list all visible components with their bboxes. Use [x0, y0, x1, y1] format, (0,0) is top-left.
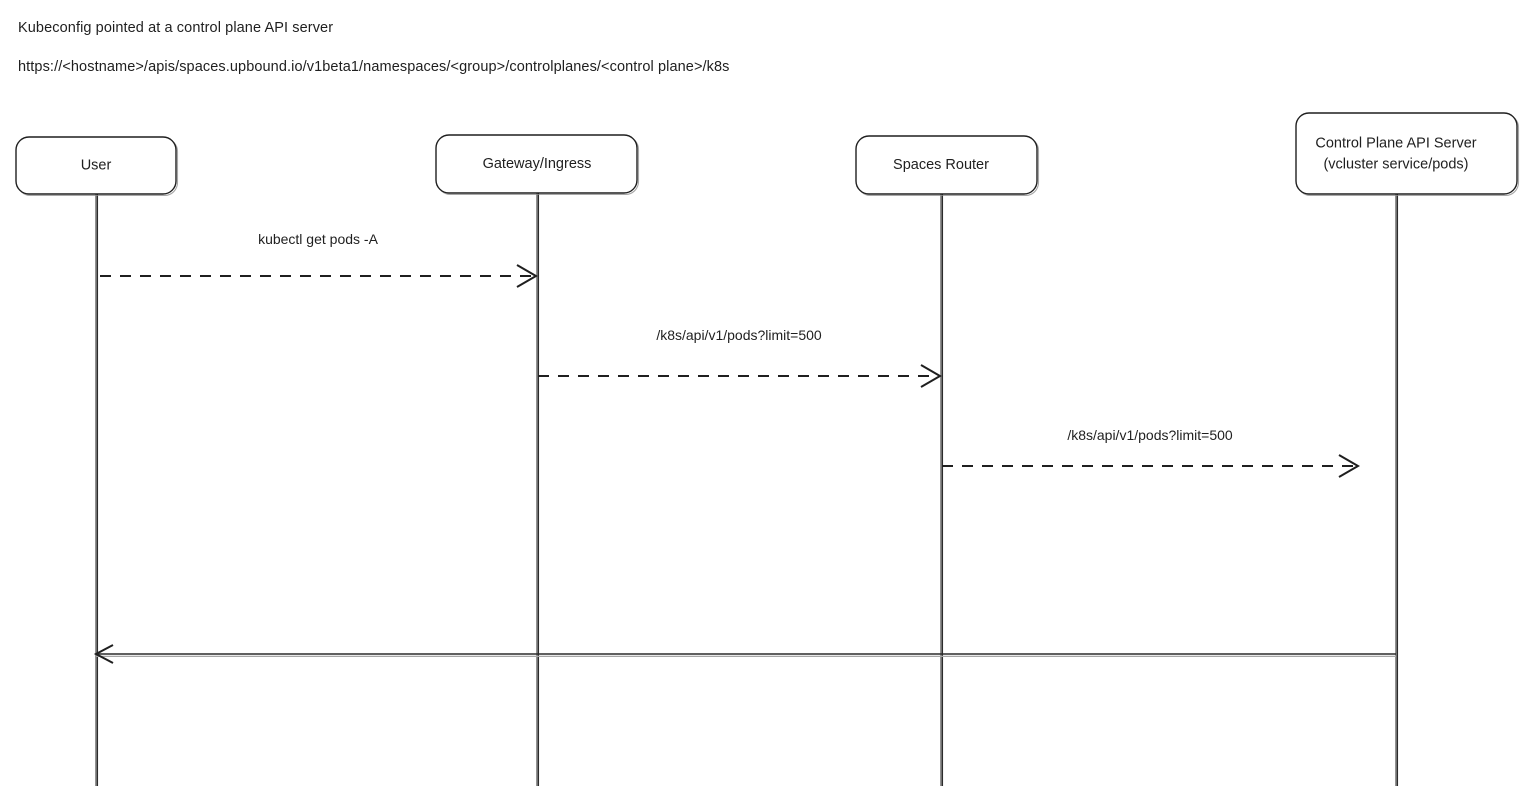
- message-label: /k8s/api/v1/pods?limit=500: [1067, 427, 1233, 443]
- participant-box[interactable]: [15, 136, 177, 195]
- message-m4: [93, 644, 1396, 664]
- message-label: kubectl get pods -A: [258, 231, 379, 247]
- kubeconfig-url-text: https://<hostname>/apis/spaces.upbound.i…: [18, 59, 730, 75]
- arrowhead-icon: [93, 644, 114, 664]
- message-m3: /k8s/api/v1/pods?limit=500: [942, 427, 1360, 478]
- participant-sublabel: (vcluster service/pods): [1323, 156, 1468, 172]
- page-title: Kubeconfig pointed at a control plane AP…: [18, 20, 334, 36]
- message-m2: /k8s/api/v1/pods?limit=500: [538, 327, 942, 388]
- lifelines-group: [95, 193, 1399, 786]
- participant-router[interactable]: Spaces Router: [855, 135, 1040, 197]
- lifeline-cpapi: [1395, 194, 1399, 786]
- participants-group: User Gateway/Ingress Spaces Router Control …: [15, 112, 1520, 197]
- lifeline-user: [95, 194, 99, 786]
- participant-box[interactable]: [435, 134, 638, 194]
- message-label: /k8s/api/v1/pods?limit=500: [656, 327, 822, 343]
- messages-group: kubectl get pods -A/k8s/api/v1/pods?limi…: [93, 231, 1396, 664]
- participant-label: Spaces Router: [893, 157, 989, 173]
- participant-label: Control Plane API Server: [1315, 135, 1476, 151]
- message-m1: kubectl get pods -A: [100, 231, 538, 288]
- participant-box[interactable]: [855, 135, 1038, 195]
- participant-label: User: [81, 157, 112, 173]
- participant-gateway[interactable]: Gateway/Ingress: [435, 134, 640, 196]
- lifeline-router: [940, 194, 944, 786]
- arrowhead-icon: [1338, 454, 1360, 478]
- participant-box[interactable]: [1295, 112, 1518, 195]
- participant-cpapi[interactable]: Control Plane API Server (vcluster servic…: [1295, 112, 1520, 197]
- participant-user[interactable]: User: [15, 136, 179, 197]
- lifeline-gateway: [536, 193, 540, 786]
- participant-label: Gateway/Ingress: [483, 156, 592, 172]
- arrowhead-icon: [920, 364, 942, 388]
- arrowhead-icon: [516, 264, 538, 288]
